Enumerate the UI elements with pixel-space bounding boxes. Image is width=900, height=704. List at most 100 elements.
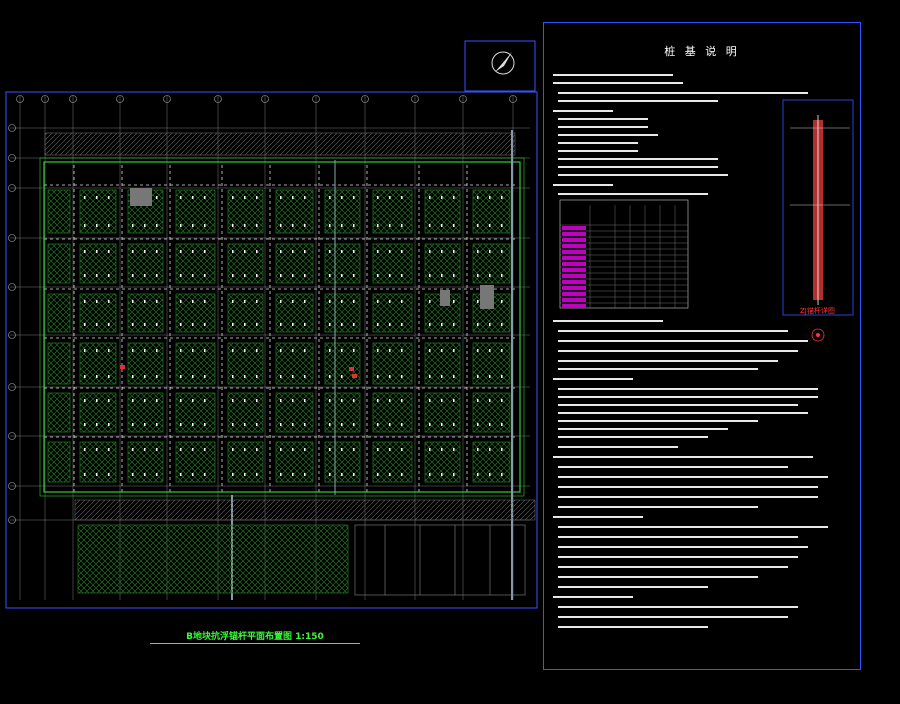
anchor-mark [180, 196, 182, 199]
note-text-line [553, 378, 633, 380]
anchor-mark [501, 323, 503, 326]
anchor-mark [280, 375, 282, 378]
note-text-line [558, 330, 788, 332]
anchor-mark [477, 448, 479, 451]
anchor-mark [441, 224, 443, 227]
anchor-mark [377, 323, 379, 326]
hatched-bay [47, 392, 71, 433]
axis-bubble [116, 95, 124, 103]
anchor-mark [180, 375, 182, 378]
anchor-mark [353, 300, 355, 303]
anchor-mark [244, 473, 246, 476]
table-cell-highlight [562, 274, 586, 278]
anchor-mark [353, 423, 355, 426]
anchor-mark [144, 448, 146, 451]
anchor-mark [84, 399, 86, 402]
anchor-mark [489, 473, 491, 476]
anchor-mark [156, 399, 158, 402]
anchor-mark [429, 423, 431, 426]
anchor-mark [256, 448, 258, 451]
anchor-mark [144, 224, 146, 227]
anchor-mark [84, 375, 86, 378]
anchor-mark [341, 274, 343, 277]
anchor-mark [180, 423, 182, 426]
anchor-mark [132, 300, 134, 303]
anchor-mark [292, 399, 294, 402]
anchor-mark [204, 196, 206, 199]
anchor-mark [501, 274, 503, 277]
axis-bubble [509, 95, 517, 103]
anchor-mark [108, 250, 110, 253]
anchor-mark [401, 473, 403, 476]
anchor-mark [232, 274, 234, 277]
note-text-line [558, 546, 808, 548]
anchor-mark [84, 224, 86, 227]
anchor-mark [292, 224, 294, 227]
note-text-line [558, 404, 798, 406]
anchor-mark [244, 423, 246, 426]
anchor-mark [441, 423, 443, 426]
anchor-mark [329, 323, 331, 326]
anchor-mark [84, 300, 86, 303]
anchor-mark [292, 423, 294, 426]
anchor-mark [232, 224, 234, 227]
anchor-mark [244, 399, 246, 402]
anchor-mark [453, 423, 455, 426]
anchor-mark [501, 300, 503, 303]
anchor-mark [144, 399, 146, 402]
anchor-mark [353, 448, 355, 451]
table-cell-highlight [562, 286, 586, 290]
anchor-mark [377, 349, 379, 352]
anchor-mark [96, 349, 98, 352]
anchor-mark [329, 448, 331, 451]
anchor-mark [84, 423, 86, 426]
anchor-mark [389, 375, 391, 378]
axis-bubble [459, 95, 467, 103]
hatched-bay [472, 189, 511, 234]
anchor-mark [96, 196, 98, 199]
anchor-mark [353, 224, 355, 227]
outer-wall [43, 161, 521, 493]
anchor-mark [329, 423, 331, 426]
anchor-mark [192, 250, 194, 253]
anchor-mark [204, 300, 206, 303]
anchor-mark [84, 323, 86, 326]
anchor-mark [96, 323, 98, 326]
anchor-mark [389, 448, 391, 451]
anchor-mark [389, 250, 391, 253]
hatched-bay [275, 392, 314, 433]
anchor-mark [329, 375, 331, 378]
anchor-mark [389, 399, 391, 402]
anchor-mark [477, 473, 479, 476]
pile-notes-panel: 桩 基 说 明 [543, 22, 861, 670]
anchor-mark [401, 349, 403, 352]
note-text-line [553, 516, 643, 518]
anchor-mark [453, 196, 455, 199]
anchor-mark [429, 399, 431, 402]
table-cell-highlight [562, 244, 586, 248]
anchor-mark [132, 349, 134, 352]
anchor-mark [156, 274, 158, 277]
note-text-line [558, 446, 678, 448]
axis-bubble [8, 154, 16, 162]
anchor-mark [304, 399, 306, 402]
note-text-line [558, 506, 758, 508]
anchor-mark [204, 448, 206, 451]
anchor-mark [501, 448, 503, 451]
hatched-bay [372, 243, 413, 284]
anchor-mark [304, 375, 306, 378]
anchor-mark [304, 323, 306, 326]
anchor-mark [192, 448, 194, 451]
anchor-mark [501, 224, 503, 227]
anchor-mark [477, 250, 479, 253]
axis-bubble [41, 95, 49, 103]
anchor-mark [192, 349, 194, 352]
axis-bubble [411, 95, 419, 103]
note-text-line [558, 174, 728, 176]
anchor-mark [96, 224, 98, 227]
note-text-line [553, 184, 613, 186]
anchor-mark [292, 349, 294, 352]
anchor-mark [453, 300, 455, 303]
